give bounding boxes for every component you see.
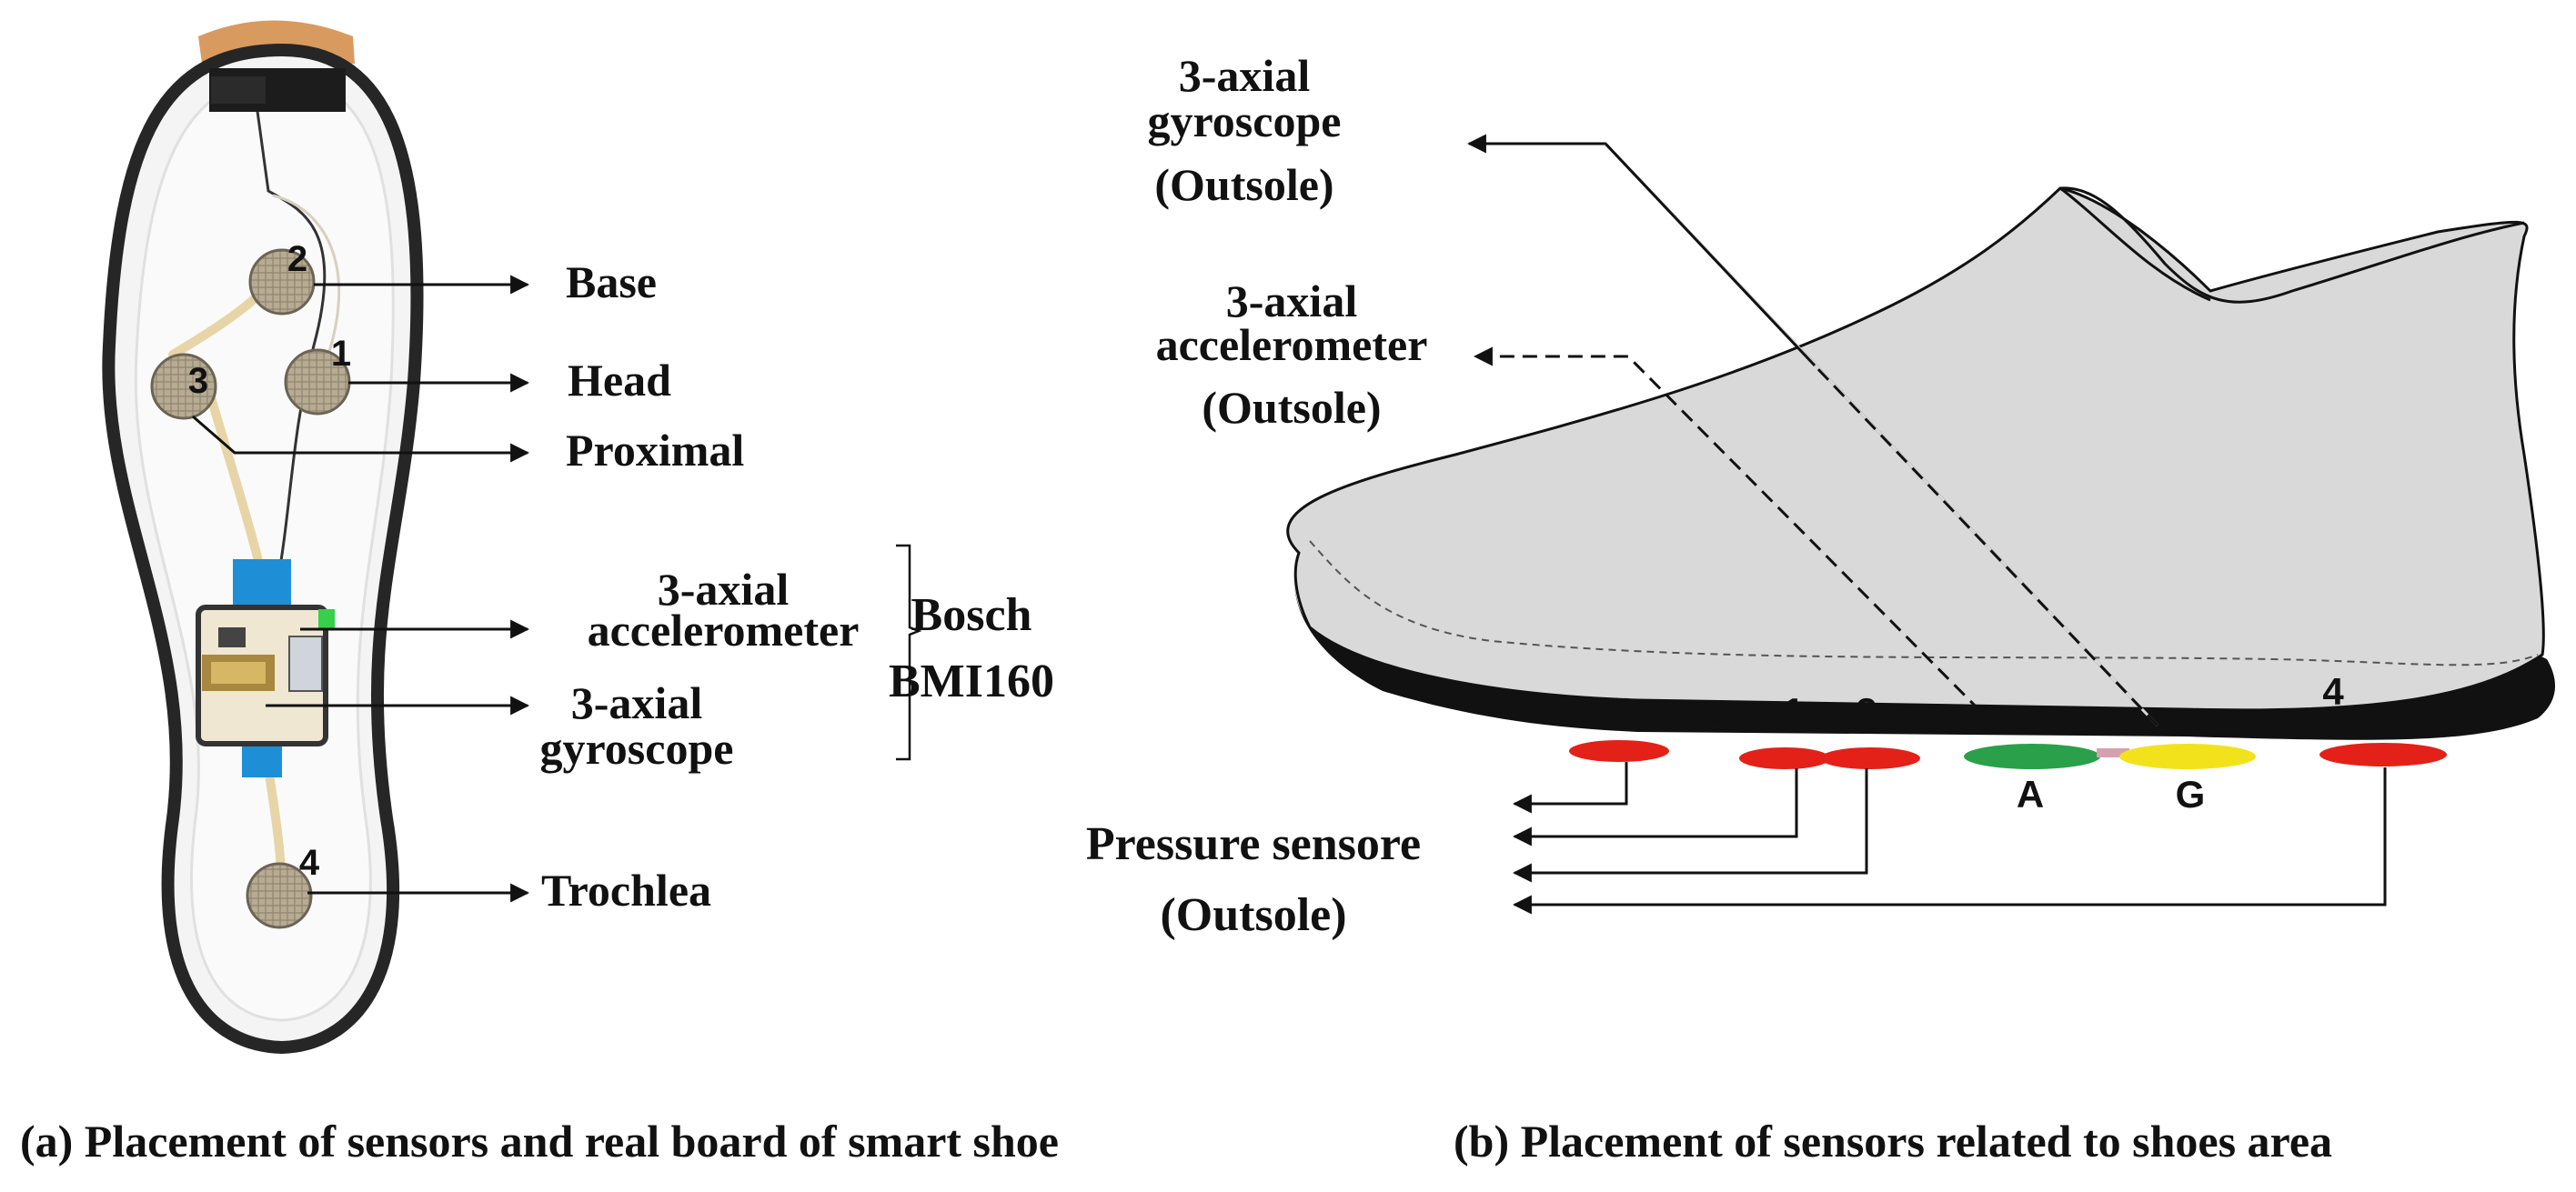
pressure-sensor-2-marker xyxy=(1569,740,1669,762)
caption-a: (a) Placement of sensors and real board … xyxy=(20,1116,1059,1167)
caption-b: (b) Placement of sensors related to shoe… xyxy=(1454,1116,2332,1167)
sensor-number-2: 2 xyxy=(287,239,307,279)
accelerometer-marker xyxy=(1964,744,2100,769)
sensor-number-4: 4 xyxy=(299,843,320,883)
pressure-label-line2: (Outsole) xyxy=(1160,889,1346,941)
insole-image xyxy=(102,20,424,1055)
accelerometer-label-line2: accelerometer xyxy=(1156,319,1428,370)
pressure-sensor-2 xyxy=(248,248,316,316)
gyroscope-label-line2: gyroscope xyxy=(1148,95,1342,146)
sensor-number-1: 1 xyxy=(331,334,351,374)
label-base: Base xyxy=(566,256,657,307)
gyroscope-marker xyxy=(2119,744,2256,769)
label-imu-line2: BMI160 xyxy=(889,656,1054,707)
gyroscope-label-line1: 3-axial xyxy=(1179,50,1311,101)
sensor-number-b-2: 2 xyxy=(1615,690,1635,733)
sensor-wire xyxy=(255,104,327,583)
panel-b: 2 1 3 4 A G 3-axial gyroscope (Outsole) … xyxy=(1086,50,2556,1167)
shoe-upper xyxy=(1286,186,2545,712)
pressure-2-leader xyxy=(1512,762,1628,814)
sensor-number-b-1: 1 xyxy=(1783,690,1804,733)
label-head: Head xyxy=(568,355,671,406)
label-accelerometer-line1: 3-axial xyxy=(658,564,790,615)
label-gyroscope-line2: gyroscope xyxy=(540,723,734,774)
label-imu-line1: Bosch xyxy=(911,589,1032,641)
imu-board xyxy=(196,559,335,777)
status-led xyxy=(318,609,335,629)
label-trochlea: Trochlea xyxy=(541,865,711,916)
accelerometer-label-line1: 3-axial xyxy=(1226,275,1358,326)
label-proximal: Proximal xyxy=(566,425,744,476)
pressure-label-line1: Pressure sensore xyxy=(1086,818,1421,870)
accelerometer-label-line3: (Outsole) xyxy=(1202,382,1381,433)
pressure-sensor-4-marker xyxy=(2319,743,2447,766)
pressure-sensor-3 xyxy=(150,353,217,420)
sensor-number-3: 3 xyxy=(188,361,208,401)
imu-letter-a: A xyxy=(2017,773,2044,816)
gyroscope-label-line3: (Outsole) xyxy=(1154,159,1333,210)
shoe-sole xyxy=(1293,553,2556,740)
sensor-number-b-4: 4 xyxy=(2322,670,2344,713)
pressure-4-leader xyxy=(1512,767,2387,915)
accelerometer-leader xyxy=(1473,346,1998,729)
label-accelerometer-line2: accelerometer xyxy=(588,605,860,656)
label-gyroscope-line1: 3-axial xyxy=(571,677,703,728)
sensor-number-b-3: 3 xyxy=(1856,690,1877,733)
pressure-3-leader xyxy=(1512,768,1868,883)
arrow-proximal xyxy=(192,415,530,463)
pressure-sensor-3-marker xyxy=(1820,747,1920,769)
pressure-sensor-1-marker xyxy=(1739,747,1830,769)
panel-a-leader-lines xyxy=(192,275,922,903)
pressure-1-leader xyxy=(1512,768,1798,846)
shoe-stitching xyxy=(1309,540,2539,666)
panel-a: 2 1 3 4 Base Head Proximal 3-axial accel… xyxy=(20,20,1059,1167)
imu-bracket xyxy=(896,544,922,761)
pressure-sensor-4 xyxy=(246,862,313,929)
imu-letter-g: G xyxy=(2176,773,2206,816)
